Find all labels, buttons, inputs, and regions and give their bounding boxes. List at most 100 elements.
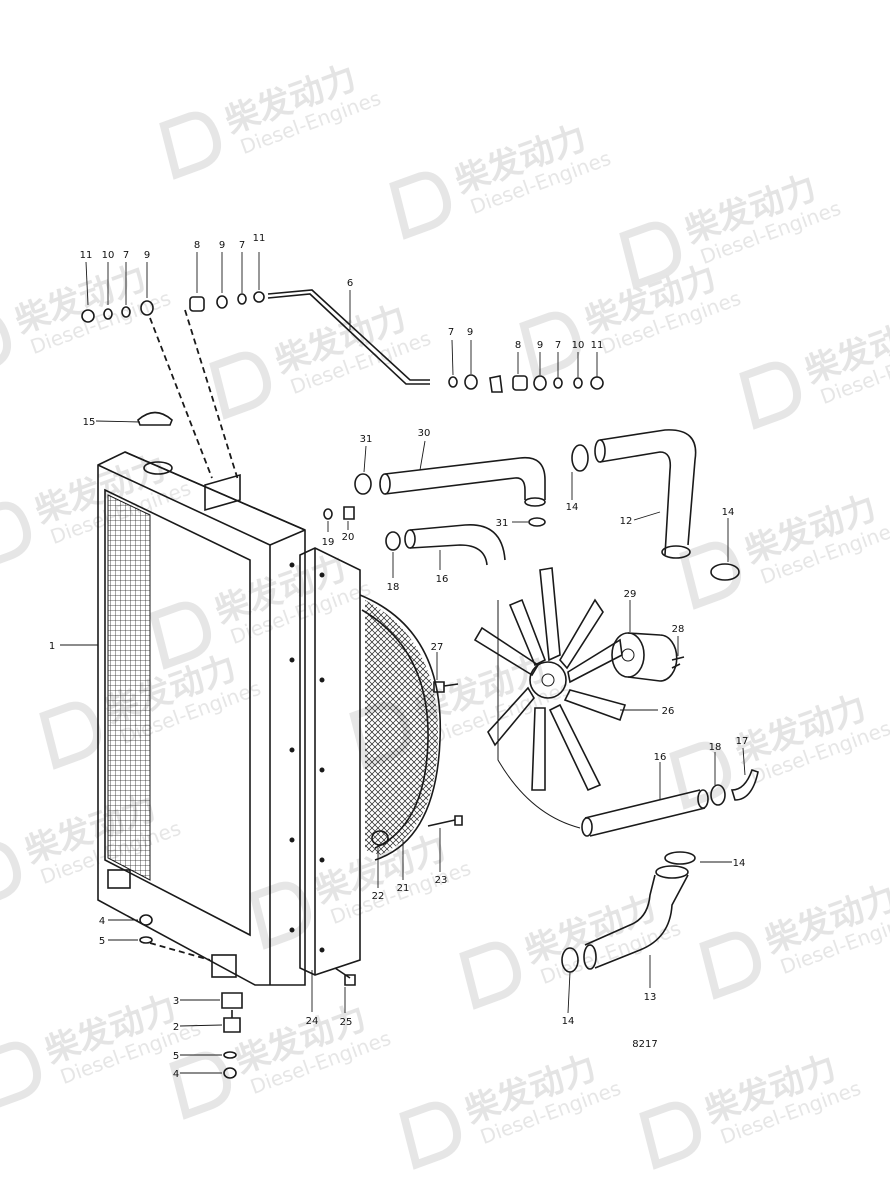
callout-18: 18 — [709, 742, 722, 753]
watermark-brand-en: Diesel-Engines — [467, 146, 614, 219]
watermark-brand-en: Diesel-Engines — [697, 196, 844, 269]
leader-lines — [60, 252, 746, 1074]
callout-14: 14 — [566, 502, 579, 513]
small-hardware — [81, 289, 759, 1079]
watermark-brand-en: Diesel-Engines — [537, 916, 684, 989]
callout-4: 4 — [173, 1069, 179, 1080]
dashed-assembly-lines — [149, 309, 239, 961]
callout-9: 9 — [467, 327, 473, 338]
watermark-brand-en: Diesel-Engines — [237, 86, 384, 159]
watermark-brand-cn: 柴发动力 — [680, 168, 821, 252]
watermark-brand-cn: 柴发动力 — [210, 548, 351, 632]
watermark-brand-cn: 柴发动力 — [10, 258, 151, 342]
callout-24: 24 — [306, 1016, 319, 1027]
drive-belt — [497, 600, 581, 829]
callout-5: 5 — [173, 1051, 179, 1062]
watermark-brand-en: Diesel-Engines — [57, 1016, 204, 1089]
callout-15: 15 — [83, 417, 96, 428]
drawing-number: 8217 — [632, 1039, 657, 1050]
watermark-brand-cn: 柴发动力 — [580, 258, 721, 342]
callout-31: 31 — [496, 518, 509, 529]
watermark-brand-cn: 柴发动力 — [220, 58, 361, 142]
watermark-brand-en: Diesel-Engines — [757, 516, 890, 589]
top-tank-hose — [594, 429, 697, 559]
watermark-brand-en: Diesel-Engines — [597, 286, 744, 359]
callout-4: 4 — [99, 916, 105, 927]
callout-12: 12 — [620, 516, 633, 527]
watermark-brand-cn: 柴发动力 — [450, 118, 591, 202]
watermark-brand-cn: 柴发动力 — [740, 488, 881, 572]
fan-guard-mesh — [359, 594, 442, 861]
callout-14: 14 — [722, 507, 735, 518]
callout-14: 14 — [562, 1016, 575, 1027]
callout-10: 10 — [572, 340, 585, 351]
callout-labels: 11 10 7 9 8 9 7 11 6 7 9 8 9 7 10 11 15 … — [49, 233, 749, 1080]
callout-21: 21 — [397, 883, 410, 894]
callout-14: 14 — [733, 858, 746, 869]
upper-hose — [379, 456, 546, 507]
callout-8: 8 — [515, 340, 521, 351]
callout-16: 16 — [654, 752, 667, 763]
watermark-brand-cn: 柴发动力 — [700, 1048, 841, 1132]
callout-17: 17 — [736, 736, 749, 747]
watermark-brand-en: Diesel-Engines — [717, 1076, 864, 1149]
watermark-brand-cn: 柴发动力 — [800, 308, 890, 392]
watermark-brand-cn: 柴发动力 — [520, 888, 661, 972]
bypass-hose-upper — [404, 524, 506, 566]
callout-6: 6 — [347, 278, 353, 289]
callout-25: 25 — [340, 1017, 353, 1028]
watermark-brand-cn: 柴发动力 — [460, 1048, 601, 1132]
callout-5: 5 — [99, 936, 105, 947]
watermark-brand-en: Diesel-Engines — [747, 716, 890, 789]
watermark-brand-en: Diesel-Engines — [477, 1076, 624, 1149]
watermark-brand-en: Diesel-Engines — [777, 906, 890, 979]
callout-7: 7 — [555, 340, 561, 351]
shroud-frame — [289, 547, 361, 976]
callout-9: 9 — [537, 340, 543, 351]
callout-18: 18 — [387, 582, 400, 593]
callout-9: 9 — [144, 250, 150, 261]
callout-7: 7 — [239, 240, 245, 251]
callout-2: 2 — [173, 1022, 179, 1033]
callout-26: 26 — [662, 706, 675, 717]
callout-19: 19 — [322, 537, 335, 548]
watermark-brand-en: Diesel-Engines — [287, 326, 434, 399]
callout-27: 27 — [431, 642, 444, 653]
callout-23: 23 — [435, 875, 448, 886]
radiator-core — [97, 451, 306, 986]
watermark-brand-cn: 柴发动力 — [40, 988, 181, 1072]
hose-clamps — [354, 444, 740, 973]
callout-11: 11 — [253, 233, 266, 244]
watermark-brand-en: Diesel-Engines — [247, 1026, 394, 1099]
callout-20: 20 — [342, 532, 355, 543]
callout-28: 28 — [672, 624, 685, 635]
bypass-hose-lower — [581, 789, 709, 837]
callout-3: 3 — [173, 996, 179, 1007]
watermark-brand-cn: 柴发动力 — [760, 878, 890, 962]
callout-1: 1 — [49, 641, 55, 652]
callout-22: 22 — [372, 891, 385, 902]
callout-10: 10 — [102, 250, 115, 261]
bottom-hose — [583, 865, 689, 970]
watermark-brand-cn: 柴发动力 — [730, 688, 871, 772]
callout-7: 7 — [123, 250, 129, 261]
callout-29: 29 — [624, 589, 637, 600]
